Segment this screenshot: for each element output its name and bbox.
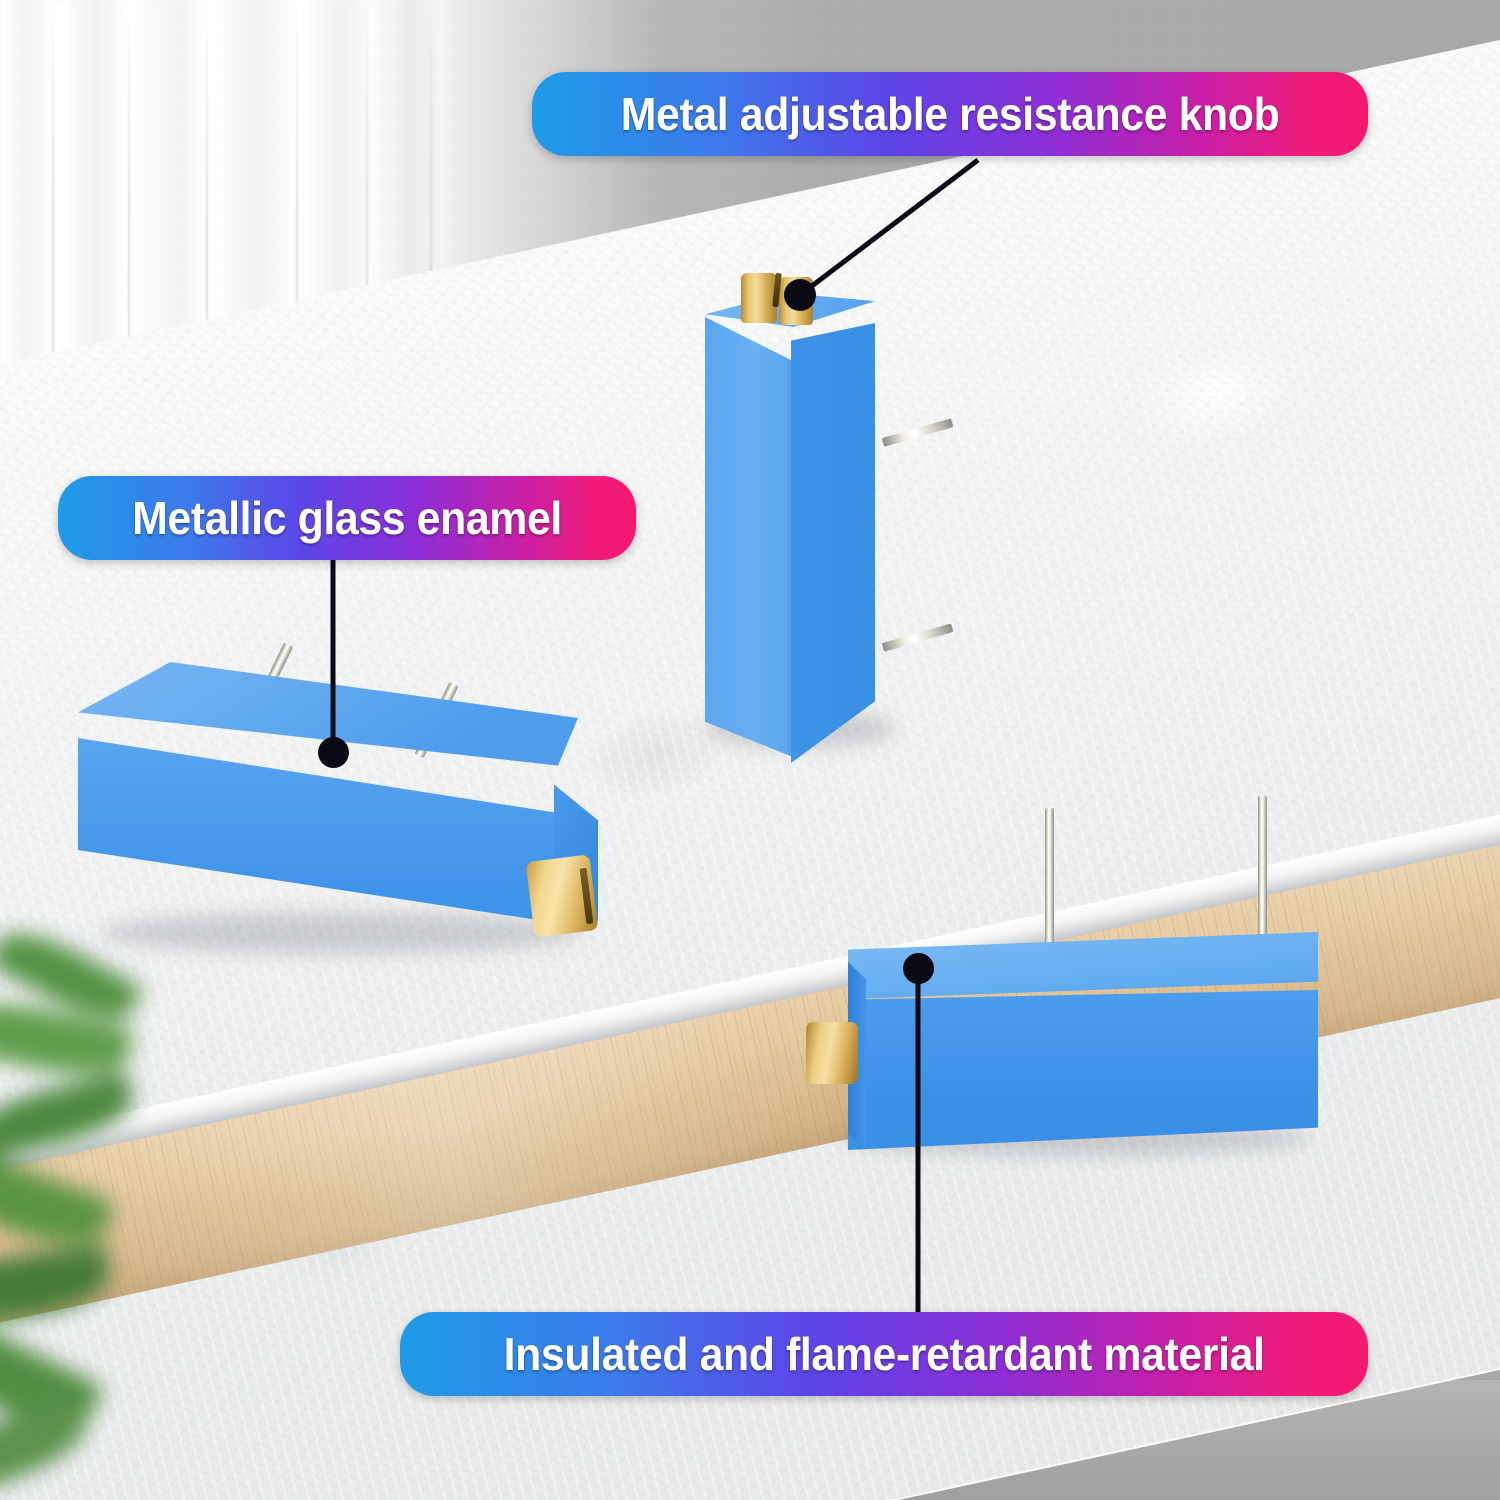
callout-label-enamel[interactable]: Metallic glass enamel <box>58 476 636 560</box>
product-front-face <box>705 317 793 757</box>
lead-pin <box>881 623 954 652</box>
product-front-face <box>848 990 1318 1150</box>
product-shadow <box>100 912 580 954</box>
potentiometer-left <box>70 620 650 990</box>
plant-leaf <box>0 1070 140 1164</box>
lead-pin <box>1258 796 1267 976</box>
callout-anchor-dot-material <box>903 953 934 984</box>
callout-label-knob[interactable]: Metal adjustable resistance knob <box>532 72 1368 156</box>
callout-label-material-text: Insulated and flame-retardant material <box>503 1328 1265 1380</box>
plant-leaf <box>0 1137 115 1261</box>
brass-adjust-knob <box>806 1022 858 1084</box>
callout-anchor-dot-knob <box>784 279 816 311</box>
brass-adjust-knob <box>741 273 777 323</box>
product-side-face <box>791 323 875 763</box>
potentiometer-upright <box>705 255 954 765</box>
potentiometer-front <box>800 790 1340 1160</box>
plant-leaf <box>0 1244 114 1328</box>
callout-label-knob-text: Metal adjustable resistance knob <box>620 88 1280 140</box>
foreground-plant <box>0 917 290 1500</box>
callout-label-material[interactable]: Insulated and flame-retardant material <box>400 1312 1368 1396</box>
callout-anchor-dot-enamel <box>318 737 349 768</box>
lead-pin <box>881 418 954 447</box>
lead-pin <box>1045 808 1054 988</box>
callout-label-enamel-text: Metallic glass enamel <box>132 492 562 544</box>
product-front-face <box>78 738 565 924</box>
